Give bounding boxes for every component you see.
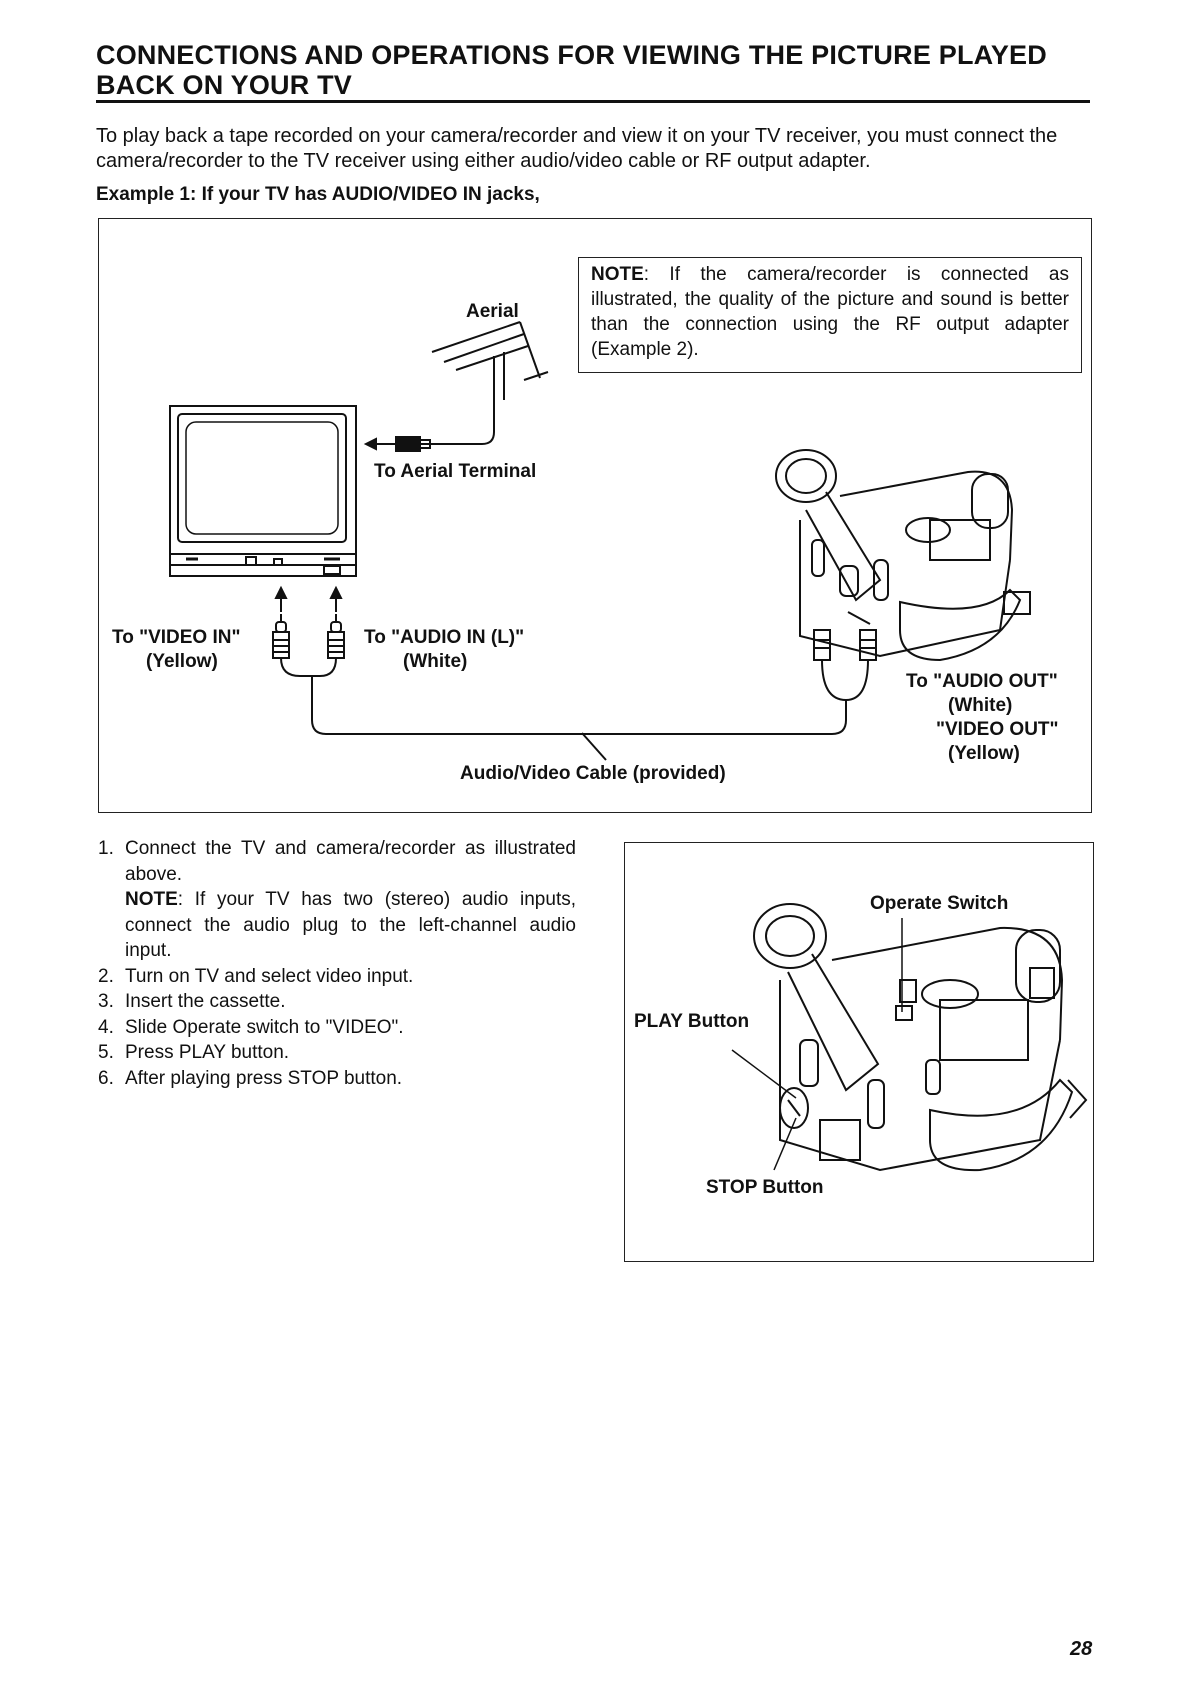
camcorder-icon [775, 449, 1031, 662]
camcorder-operation-icon [753, 903, 1088, 1172]
step-item: 5.Press PLAY button. [98, 1042, 290, 1063]
audio-in-label: To "AUDIO IN (L)" [364, 627, 525, 648]
aerial-label: Aerial [466, 301, 519, 322]
step-item: 1. Connect the TV and camera/recorder as… [98, 838, 576, 961]
title-rule [96, 100, 1090, 103]
step-item: 3.Insert the cassette. [98, 991, 286, 1012]
aerial-icon [431, 321, 549, 404]
step-item: 2.Turn on TV and select video input. [98, 965, 414, 987]
aerial-plug-icon [363, 436, 431, 452]
tv-icon [169, 405, 357, 577]
operate-switch-icon [895, 1005, 913, 1021]
operation-figure-frame [624, 842, 1094, 1262]
step-item: 6.After playing press STOP button. [98, 1067, 403, 1089]
video-in-color-label: (Yellow) [146, 651, 218, 672]
page-title: CONNECTIONS AND OPERATIONS FOR VIEWING T… [96, 40, 1047, 100]
audio-out-color-label: (White) [948, 695, 1013, 716]
video-plug-icon [272, 614, 290, 659]
video-out-label: "VIDEO OUT" [936, 719, 1059, 740]
step-note-label: NOTE [125, 889, 178, 910]
note-label: NOTE [591, 264, 644, 285]
note-text: : If the camera/recorder is connected as… [591, 264, 1069, 360]
aerial-terminal-label: To Aerial Terminal [374, 461, 537, 482]
operate-switch-label: Operate Switch [870, 893, 1009, 914]
step-item: 4.Slide Operate switch to "VIDEO". [98, 1016, 404, 1038]
intro-paragraph: To play back a tape recorded on your cam… [96, 125, 1058, 172]
page-number: 28 [1070, 1638, 1093, 1660]
cable-label: Audio/Video Cable (provided) [460, 763, 726, 784]
audio-in-color-label: (White) [403, 651, 468, 672]
video-out-color-label: (Yellow) [948, 743, 1020, 764]
note-box: NOTE: If the camera/recorder is connecte… [578, 257, 1082, 373]
steps-list: 1. Connect the TV and camera/recorder as… [98, 836, 576, 1091]
stop-button-label: STOP Button [706, 1177, 824, 1198]
connection-figure-frame [98, 218, 1092, 813]
step-note-text: : If your TV has two (stereo) audio inpu… [125, 889, 576, 961]
video-in-label: To "VIDEO IN" [112, 627, 241, 648]
play-button-label: PLAY Button [634, 1011, 750, 1032]
example-heading: Example 1: If your TV has AUDIO/VIDEO IN… [96, 184, 540, 205]
audio-out-label: To "AUDIO OUT" [906, 671, 1058, 692]
